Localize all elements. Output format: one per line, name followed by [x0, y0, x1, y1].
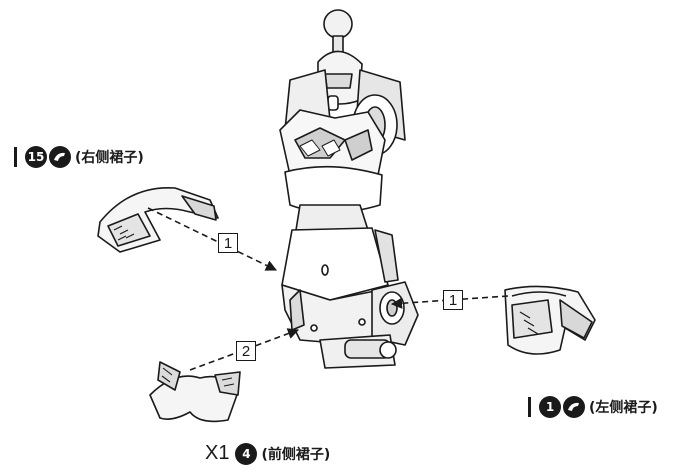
right-skirt-part — [97, 187, 219, 253]
step-box-right-skirt: 1 — [218, 233, 238, 253]
label-bar — [528, 397, 531, 417]
step-box-left-skirt: 1 — [443, 290, 463, 310]
right-skirt-guide-line — [147, 207, 278, 271]
front-skirt-part — [149, 361, 241, 423]
robot-figure — [279, 9, 419, 369]
step-number: 1 — [448, 291, 458, 309]
step-box-front-skirt: 2 — [236, 341, 256, 361]
step-number: 2 — [241, 342, 251, 360]
part-name: (前侧裙子) — [261, 446, 331, 463]
label-front-skirt: X1 4 (前侧裙子) — [205, 442, 330, 465]
label-right-skirt: 15 (右侧裙子) — [14, 146, 144, 168]
left-skirt-part — [504, 285, 596, 355]
part-quantity: X1 — [205, 442, 230, 464]
part-name: (右侧裙子) — [75, 150, 144, 166]
front-skirt-guide-line — [189, 328, 300, 371]
part-number-badge: 4 — [235, 442, 258, 465]
label-left-skirt: 1 (左侧裙子) — [528, 396, 658, 418]
part-cut-icon — [49, 146, 71, 168]
part-name: (左侧裙子) — [589, 400, 658, 416]
part-number-badge: 15 — [25, 146, 47, 168]
part-number-badge: 1 — [539, 396, 561, 418]
label-bar — [14, 147, 17, 167]
part-cut-icon — [563, 396, 585, 418]
step-number: 1 — [223, 234, 233, 252]
guide-lines — [147, 207, 509, 371]
